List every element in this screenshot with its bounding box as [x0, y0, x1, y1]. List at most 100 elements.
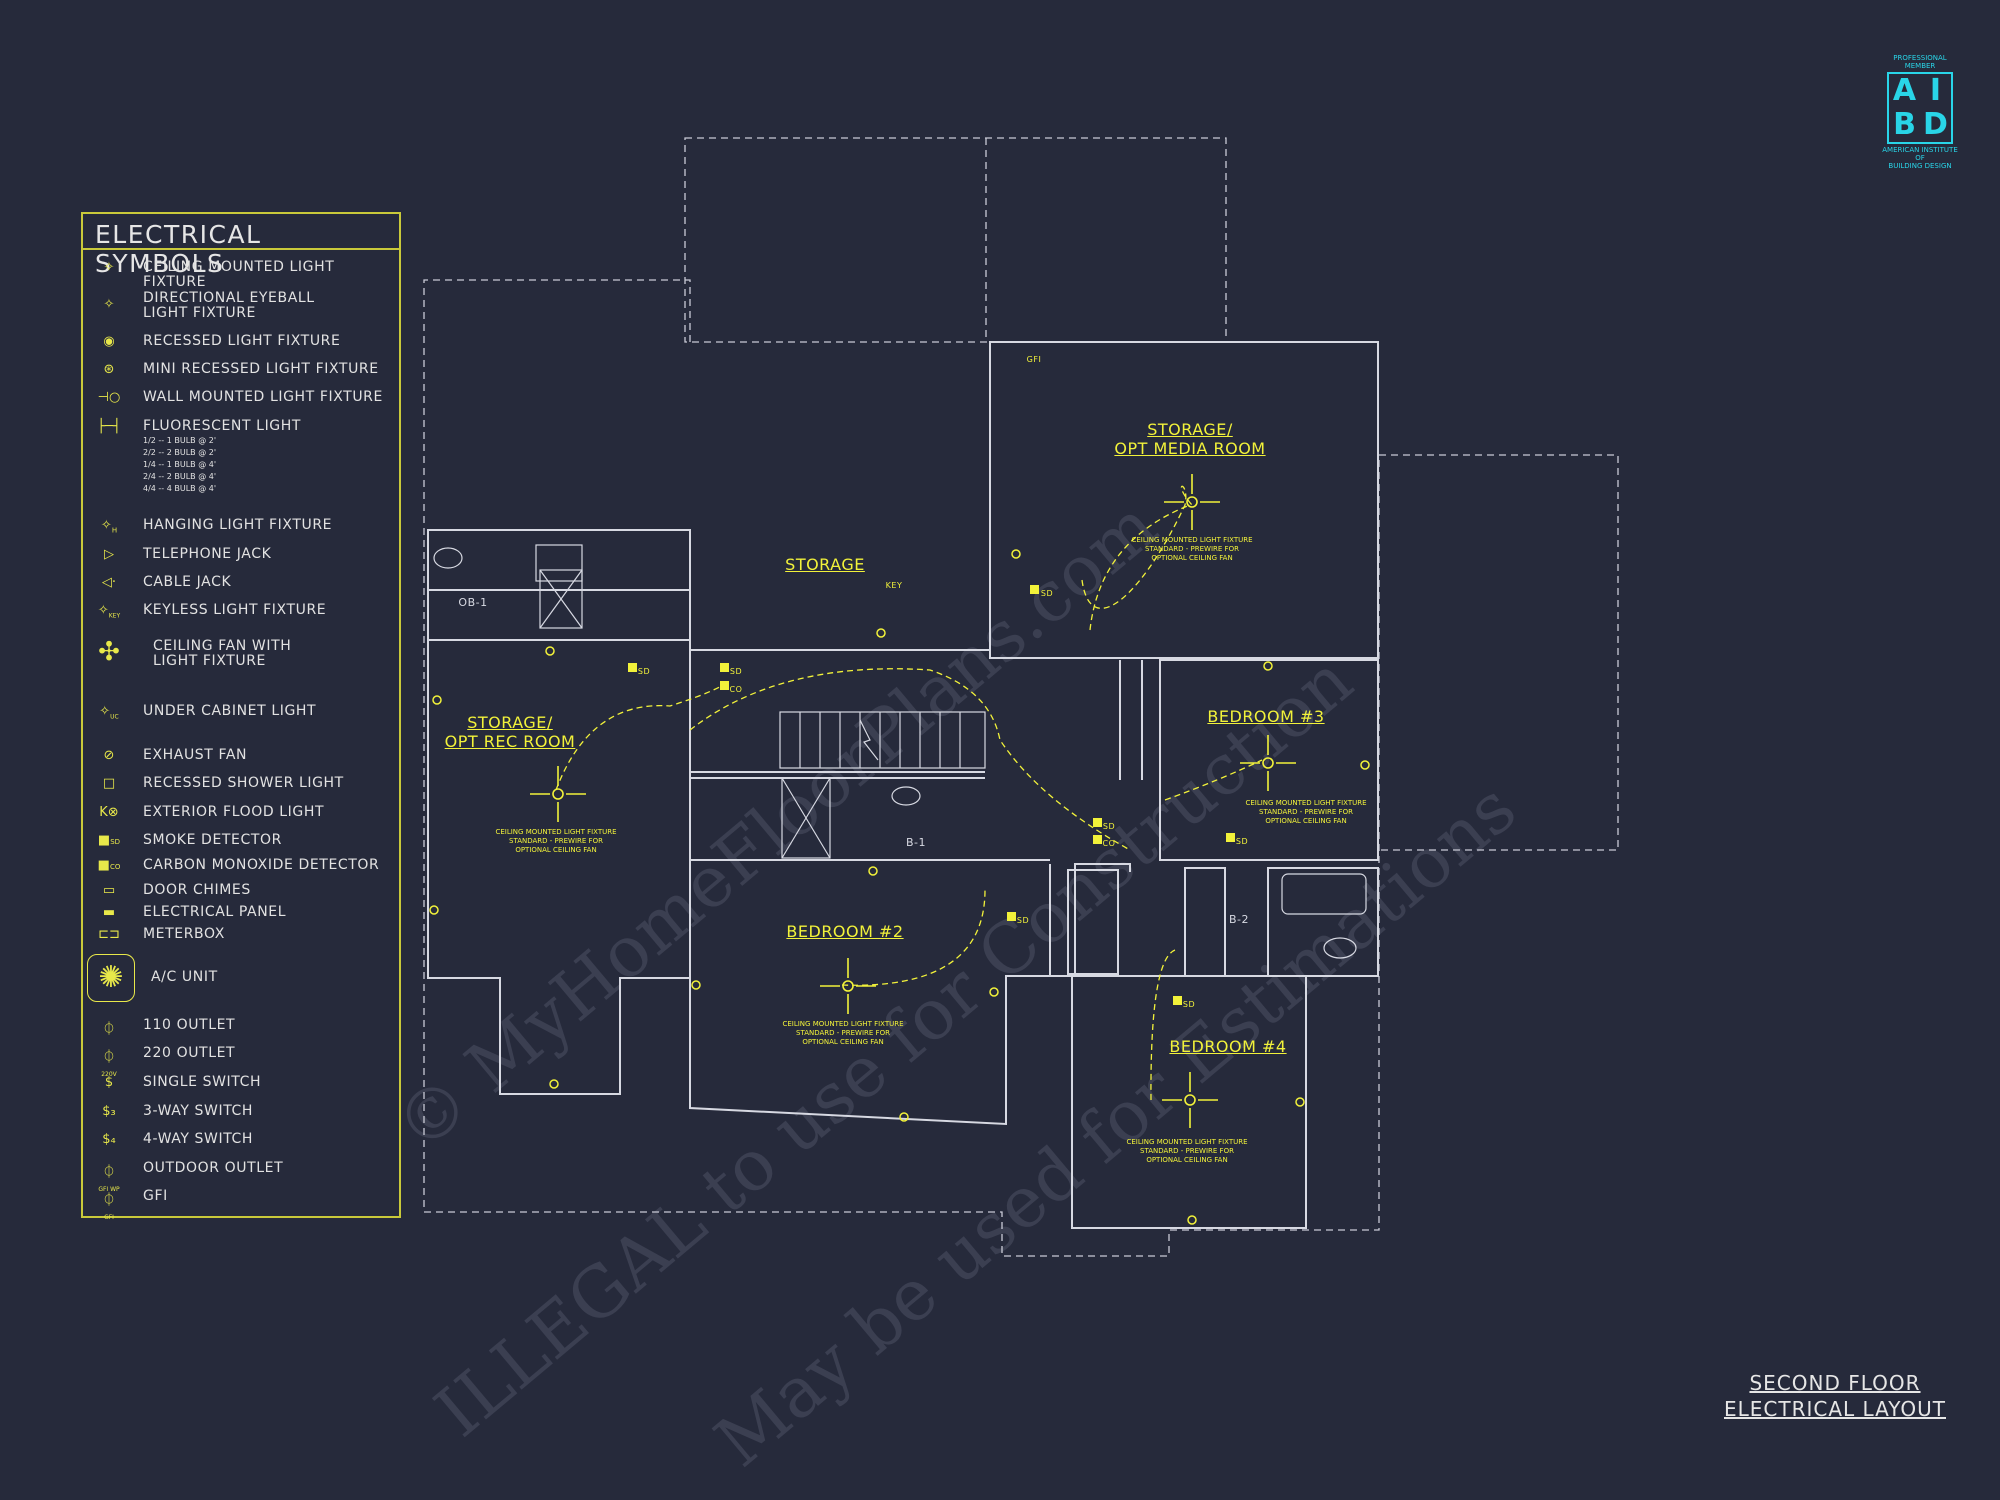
fan-note-bedroom3-line1: CEILING MOUNTED LIGHT FIXTURE: [1245, 799, 1367, 807]
legend-label: RECESSED SHOWER LIGHT: [143, 775, 344, 791]
aibd-top-text: PROFESSIONAL MEMBER: [1860, 54, 1980, 70]
aibd-bottom-line1: AMERICAN INSTITUTE: [1882, 146, 1958, 154]
room-label-bedroom2: BEDROOM #2: [786, 922, 904, 941]
label-sd: SD: [1040, 589, 1054, 598]
drawing-title-line1: SECOND FLOOR: [1749, 1371, 1921, 1395]
fan-note-bedroom4-line1: CEILING MOUNTED LIGHT FIXTURE: [1126, 1138, 1248, 1146]
aibd-logo: A I B D: [1887, 72, 1953, 144]
aibd-badge: PROFESSIONAL MEMBER A I B D AMERICAN INS…: [1860, 54, 1980, 170]
fan-note-bedroom2-line3: OPTIONAL CEILING FAN: [802, 1038, 884, 1046]
room-label-storage-media-line2: OPT MEDIA ROOM: [1114, 439, 1266, 458]
outlet-110-icon: ⏀: [102, 1022, 116, 1037]
exhaust-fan-icon: ⊘: [103, 748, 115, 763]
ac-unit-icon: ✺: [87, 954, 135, 1002]
legend-label: 3-WAY SWITCH: [143, 1103, 254, 1119]
label-b1: B-1: [905, 836, 926, 849]
label-sd-5: SD: [1016, 916, 1030, 925]
drawing-title-line2: ELECTRICAL LAYOUT: [1724, 1397, 1946, 1421]
fluorescent-sub-2: 2/2 -- 2 BULB @ 2': [143, 448, 217, 457]
legend-label: ELECTRICAL PANEL: [143, 904, 287, 920]
ceiling-fan-icon: ✣: [98, 637, 120, 667]
fan-note-rec: CEILING MOUNTED LIGHT FIXTURE STANDARD -…: [491, 828, 621, 855]
three-way-switch-icon: $₃: [102, 1104, 116, 1119]
legend-label: 4-WAY SWITCH: [143, 1131, 254, 1147]
legend-label: EXTERIOR FLOOD LIGHT: [143, 804, 325, 820]
label-co-2: CO: [1102, 839, 1116, 848]
recessed-light-icon: ◉: [103, 334, 115, 349]
legend-label: SMOKE DETECTOR: [143, 832, 282, 848]
hanging-light-icon: ✧H: [100, 518, 118, 535]
legend-label: CABLE JACK: [143, 574, 232, 590]
aibd-letter-a: A: [1892, 73, 1917, 108]
legend-label: HANGING LIGHT FIXTURE: [143, 517, 333, 533]
fan-note-rec-line2: STANDARD - PREWIRE FOR: [509, 837, 603, 845]
ceiling-fans: [530, 474, 1296, 1128]
label-sd-2: SD: [637, 667, 651, 676]
fan-note-bedroom3-line3: OPTIONAL CEILING FAN: [1265, 817, 1347, 825]
legend-label: DOOR CHIMES: [143, 882, 251, 898]
fluorescent-sub-4: 2/4 -- 2 BULB @ 4': [143, 472, 217, 481]
aibd-bottom-line2: OF: [1915, 154, 1925, 162]
outlets: [429, 549, 1370, 1225]
label-sd-6: SD: [1235, 837, 1249, 846]
legend-label: WALL MOUNTED LIGHT FIXTURE: [143, 389, 383, 405]
circuit-lines: [555, 485, 1263, 1101]
co-tag: CO: [109, 863, 121, 871]
aibd-top-line2: MEMBER: [1904, 62, 1936, 70]
fan-note-bedroom2: CEILING MOUNTED LIGHT FIXTURE STANDARD -…: [778, 1020, 908, 1047]
roof-outlines: [423, 137, 1619, 1257]
label-gfi: GFI: [1026, 355, 1042, 364]
aibd-bottom-line3: BUILDING DESIGN: [1888, 162, 1952, 170]
room-label-storage-media-line1: STORAGE/: [1147, 420, 1233, 439]
legend-label: GFI: [143, 1188, 168, 1204]
electrical-symbols-legend: ELECTRICAL SYMBOLS ✧ CEILING MOUNTED LIG…: [81, 212, 401, 1221]
fan-note-bedroom3: CEILING MOUNTED LIGHT FIXTURE STANDARD -…: [1241, 799, 1371, 826]
h-subscript: H: [111, 526, 118, 535]
fan-note-bedroom2-line1: CEILING MOUNTED LIGHT FIXTURE: [782, 1020, 904, 1028]
co-detector-icon: ■CO: [97, 858, 121, 873]
shower-light-icon: □: [102, 776, 116, 791]
legend-label: EXHAUST FAN: [143, 747, 248, 763]
label-sd-3: SD: [729, 667, 743, 676]
room-label-storage-rec-line2: OPT REC ROOM: [444, 732, 576, 751]
legend-label: 220 OUTLET: [143, 1045, 236, 1061]
fluorescent-sub-3: 1/4 -- 1 BULB @ 4': [143, 460, 217, 469]
aibd-letter-d: D: [1923, 107, 1948, 142]
aibd-letter-i: I: [1929, 73, 1942, 108]
fan-note-bedroom3-line2: STANDARD - PREWIRE FOR: [1259, 808, 1353, 816]
fan-note-bedroom4: CEILING MOUNTED LIGHT FIXTURE STANDARD -…: [1122, 1138, 1252, 1165]
four-way-switch-icon: $₄: [102, 1132, 116, 1147]
legend-label: OUTDOOR OUTLET: [143, 1160, 284, 1176]
fluorescent-sub-1: 1/2 -- 1 BULB @ 2': [143, 436, 217, 445]
fan-note-media-line3: OPTIONAL CEILING FAN: [1151, 554, 1233, 562]
fan-note-rec-line1: CEILING MOUNTED LIGHT FIXTURE: [495, 828, 617, 836]
room-label-storage: STORAGE: [785, 555, 865, 574]
room-label-storage-media: STORAGE/ OPT MEDIA ROOM: [1110, 420, 1270, 458]
room-label-storage-rec: STORAGE/ OPT REC ROOM: [430, 713, 590, 751]
gfi-wp-tag: GFI WP: [98, 1186, 120, 1193]
fan-note-media: CEILING MOUNTED LIGHT FIXTURE STANDARD -…: [1127, 536, 1257, 563]
drawing-title: SECOND FLOOR ELECTRICAL LAYOUT: [1710, 1370, 1960, 1422]
label-key: KEY: [885, 581, 903, 590]
walls: [427, 341, 1379, 1229]
room-label-bedroom4: BEDROOM #4: [1169, 1037, 1287, 1056]
meterbox-icon: ⊏⊐: [98, 927, 120, 942]
label-sd-7: SD: [1182, 1000, 1196, 1009]
wall-light-icon: ⊣○: [97, 390, 121, 405]
legend-label: CEILING MOUNTED LIGHT FIXTURE: [143, 259, 335, 290]
aibd-bottom-text: AMERICAN INSTITUTE OF BUILDING DESIGN: [1860, 146, 1980, 170]
aibd-top-line1: PROFESSIONAL: [1893, 54, 1947, 62]
legend-label: DIRECTIONAL EYEBALL LIGHT FIXTURE: [143, 290, 315, 321]
legend-label: A/C UNIT: [151, 969, 218, 985]
outlet-220-icon: ⏀220V: [101, 1050, 117, 1078]
legend-label: SINGLE SWITCH: [143, 1074, 262, 1090]
gfi-outlet-icon: ⏀GFI: [102, 1193, 116, 1221]
under-cabinet-light-icon: ✧UC: [99, 704, 119, 721]
label-ob1: OB-1: [458, 596, 488, 609]
legend-label: TELEPHONE JACK: [143, 546, 272, 562]
flood-light-icon: K⊗: [99, 805, 119, 820]
electrical-panel-icon: ▬: [102, 905, 116, 920]
legend-label: RECESSED LIGHT FIXTURE: [143, 333, 341, 349]
room-label-storage-rec-line1: STORAGE/: [467, 713, 553, 732]
